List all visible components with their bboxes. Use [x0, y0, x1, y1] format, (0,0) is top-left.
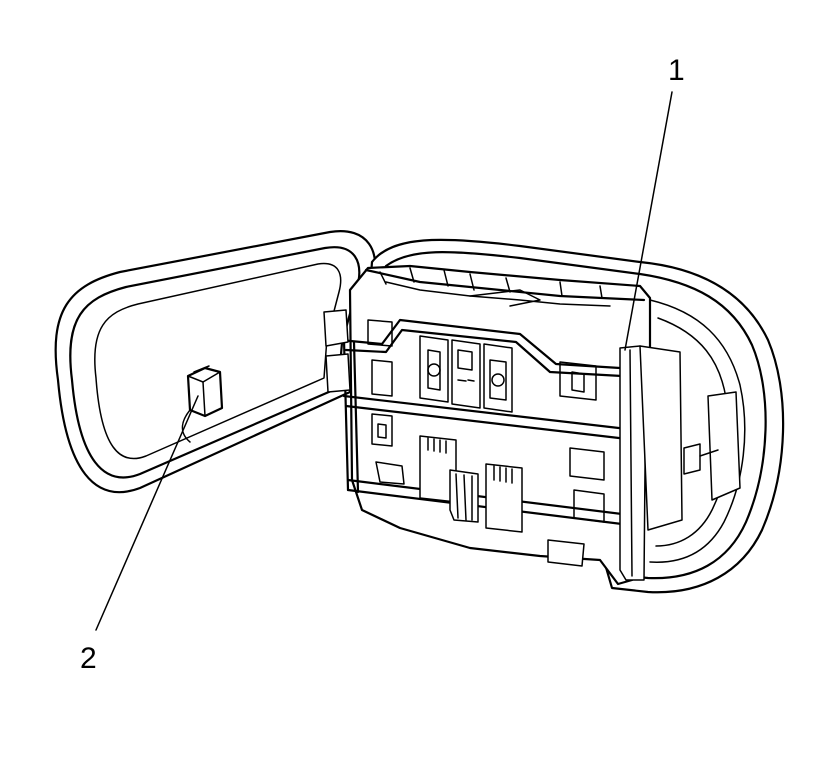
- control-module: [323, 264, 683, 586]
- lens-connector: [181, 365, 224, 443]
- callout-label-1: 1: [668, 54, 685, 87]
- callout-label-2: 2: [80, 642, 97, 675]
- leader-line-2: [95, 395, 199, 631]
- callout-1: 1: [624, 54, 685, 351]
- callout-2: 2: [80, 395, 199, 675]
- leader-line-1: [624, 91, 673, 351]
- lens-cover: [54, 230, 377, 494]
